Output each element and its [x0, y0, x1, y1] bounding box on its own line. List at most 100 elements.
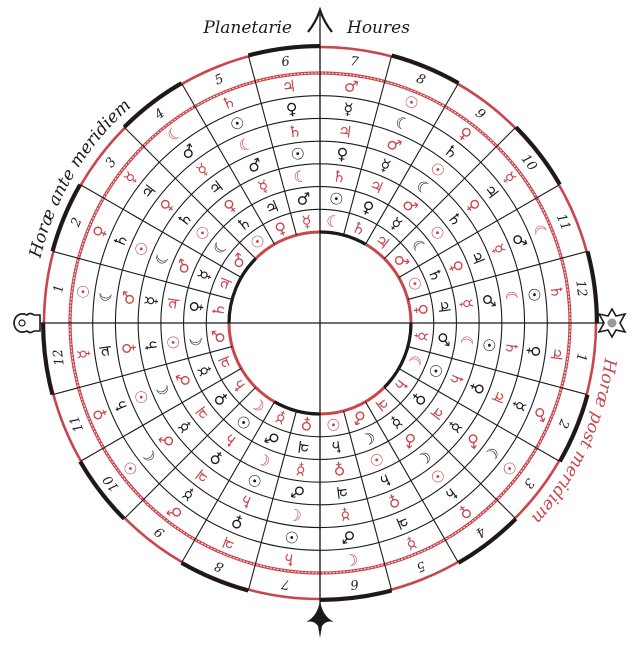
left-knob-icon: [13, 312, 41, 334]
planet-glyph: ♀: [186, 300, 206, 314]
planet-glyph: ♄: [236, 490, 257, 513]
planet-glyph: ☿: [488, 241, 509, 257]
planet-glyph: ♂: [434, 331, 455, 348]
hour-number: 2: [554, 416, 571, 430]
planet-glyph: ♀: [467, 379, 489, 397]
planet-glyph: ☾: [456, 334, 477, 351]
bottom-fleur-icon: [306, 600, 334, 638]
planet-glyph: ♀: [89, 223, 111, 241]
planet-glyph: ☿: [174, 417, 195, 436]
planet-glyph: ♃: [334, 482, 351, 503]
planet-glyph: ♂: [118, 289, 139, 306]
planet-glyph: ♄: [109, 230, 132, 251]
hour-number: 4: [472, 523, 488, 541]
planet-glyph: ☿: [179, 484, 198, 505]
planet-glyph: ♀: [385, 490, 403, 512]
planet-glyph: ♂: [343, 76, 360, 97]
planet-glyph: ☉: [289, 144, 306, 165]
planet-glyph: ♂: [340, 527, 357, 548]
planet-glyph: ☉: [424, 361, 447, 382]
planet-glyph: ♃: [262, 196, 283, 219]
planet-glyph: ☿: [456, 298, 476, 310]
sector-divider: [398, 368, 560, 462]
planet-glyph: ♃: [214, 352, 237, 373]
sector-divider: [248, 56, 297, 236]
planet-glyph: ☿: [386, 213, 405, 234]
planet-glyph: ♃: [214, 274, 237, 295]
planet-glyph: ☾: [292, 166, 309, 187]
planet-glyph: ♃: [546, 346, 567, 363]
planet-glyph: ♂: [289, 482, 306, 503]
outer-arc-black: [558, 394, 590, 463]
outer-arc-black: [247, 44, 321, 58]
planet-glyph: ☿: [445, 417, 466, 436]
planet-glyph: ☾: [392, 112, 413, 135]
hour-number: 5: [414, 557, 427, 574]
planet-glyph: ☾: [151, 247, 174, 268]
planet-glyph: ☾: [358, 427, 379, 450]
outer-arc-black: [180, 561, 249, 593]
hour-number: 4: [151, 106, 167, 124]
planet-glyph: ♀: [156, 195, 178, 216]
sector-divider: [383, 127, 516, 260]
sector-divider: [124, 386, 257, 519]
title-right: Houres: [346, 18, 410, 38]
planet-glyph: ♂: [384, 133, 405, 156]
planet-glyph: ♀: [118, 341, 138, 355]
planet-glyph: ♄: [331, 166, 348, 187]
planet-glyph: ☿: [295, 459, 307, 479]
planet-glyph: ♄: [141, 337, 162, 354]
planet-glyph: ♄: [286, 121, 303, 142]
planet-glyph: ♄: [218, 91, 239, 114]
outer-arc-black: [457, 517, 518, 565]
outer-arc-black: [78, 460, 126, 521]
planet-glyph: ♄: [109, 395, 132, 416]
planet-glyph: ♀: [408, 389, 430, 410]
planet-glyph: ♀: [285, 99, 299, 119]
planet-glyph: ☿: [339, 505, 351, 525]
inner-circle-arc: [319, 230, 367, 246]
planet-glyph: ♃: [281, 76, 298, 97]
outer-arc-black: [50, 183, 82, 252]
hour-number: 12: [572, 279, 589, 297]
planet-glyph: ☾: [529, 221, 552, 242]
hour-number: 7: [349, 54, 360, 70]
planet-glyph: ☾: [325, 211, 342, 232]
planet-glyph: ♄: [546, 284, 567, 301]
outer-arc-black: [585, 250, 599, 324]
planet-glyph: ♀: [411, 303, 431, 317]
planet-glyph: ☉: [403, 274, 426, 295]
planet-glyph: ♃: [337, 121, 354, 142]
outer-arc-black: [41, 322, 55, 396]
planet-glyph: ♀: [332, 459, 346, 479]
sector-divider: [343, 56, 392, 236]
planet-glyph: ♂: [479, 292, 500, 309]
planet-glyph: ☉: [163, 334, 184, 351]
sector-divider: [53, 346, 233, 395]
hour-number: 3: [103, 155, 120, 171]
planet-glyph: ☾: [501, 289, 522, 306]
planet-glyph: ♀: [524, 344, 544, 358]
planet-glyph: ♄: [208, 301, 229, 318]
hour-number: 12: [51, 348, 68, 366]
planet-glyph: ☿: [377, 155, 393, 176]
right-star-icon: [597, 307, 627, 339]
planet-glyph: ♀: [272, 217, 290, 239]
planet-glyph: ♃: [163, 295, 184, 312]
planet-glyph: ♂: [262, 427, 283, 450]
sector-divider: [124, 127, 257, 260]
planet-glyph: ♀: [206, 447, 227, 469]
planet-glyph: ☉: [227, 112, 248, 135]
planet-glyph: ☾: [343, 549, 360, 570]
sector-divider: [407, 346, 587, 395]
sector-divider: [53, 251, 233, 300]
planet-glyph: ♀: [359, 196, 377, 218]
inner-circle-arc: [227, 257, 257, 324]
hour-number: 10: [518, 152, 540, 174]
planet-glyph: ♂: [295, 189, 312, 210]
planet-glyph: ♄: [328, 437, 345, 458]
planet-glyph: ♄: [424, 265, 447, 286]
outer-arc-black: [122, 81, 183, 129]
planet-glyph: ☿: [301, 211, 313, 231]
